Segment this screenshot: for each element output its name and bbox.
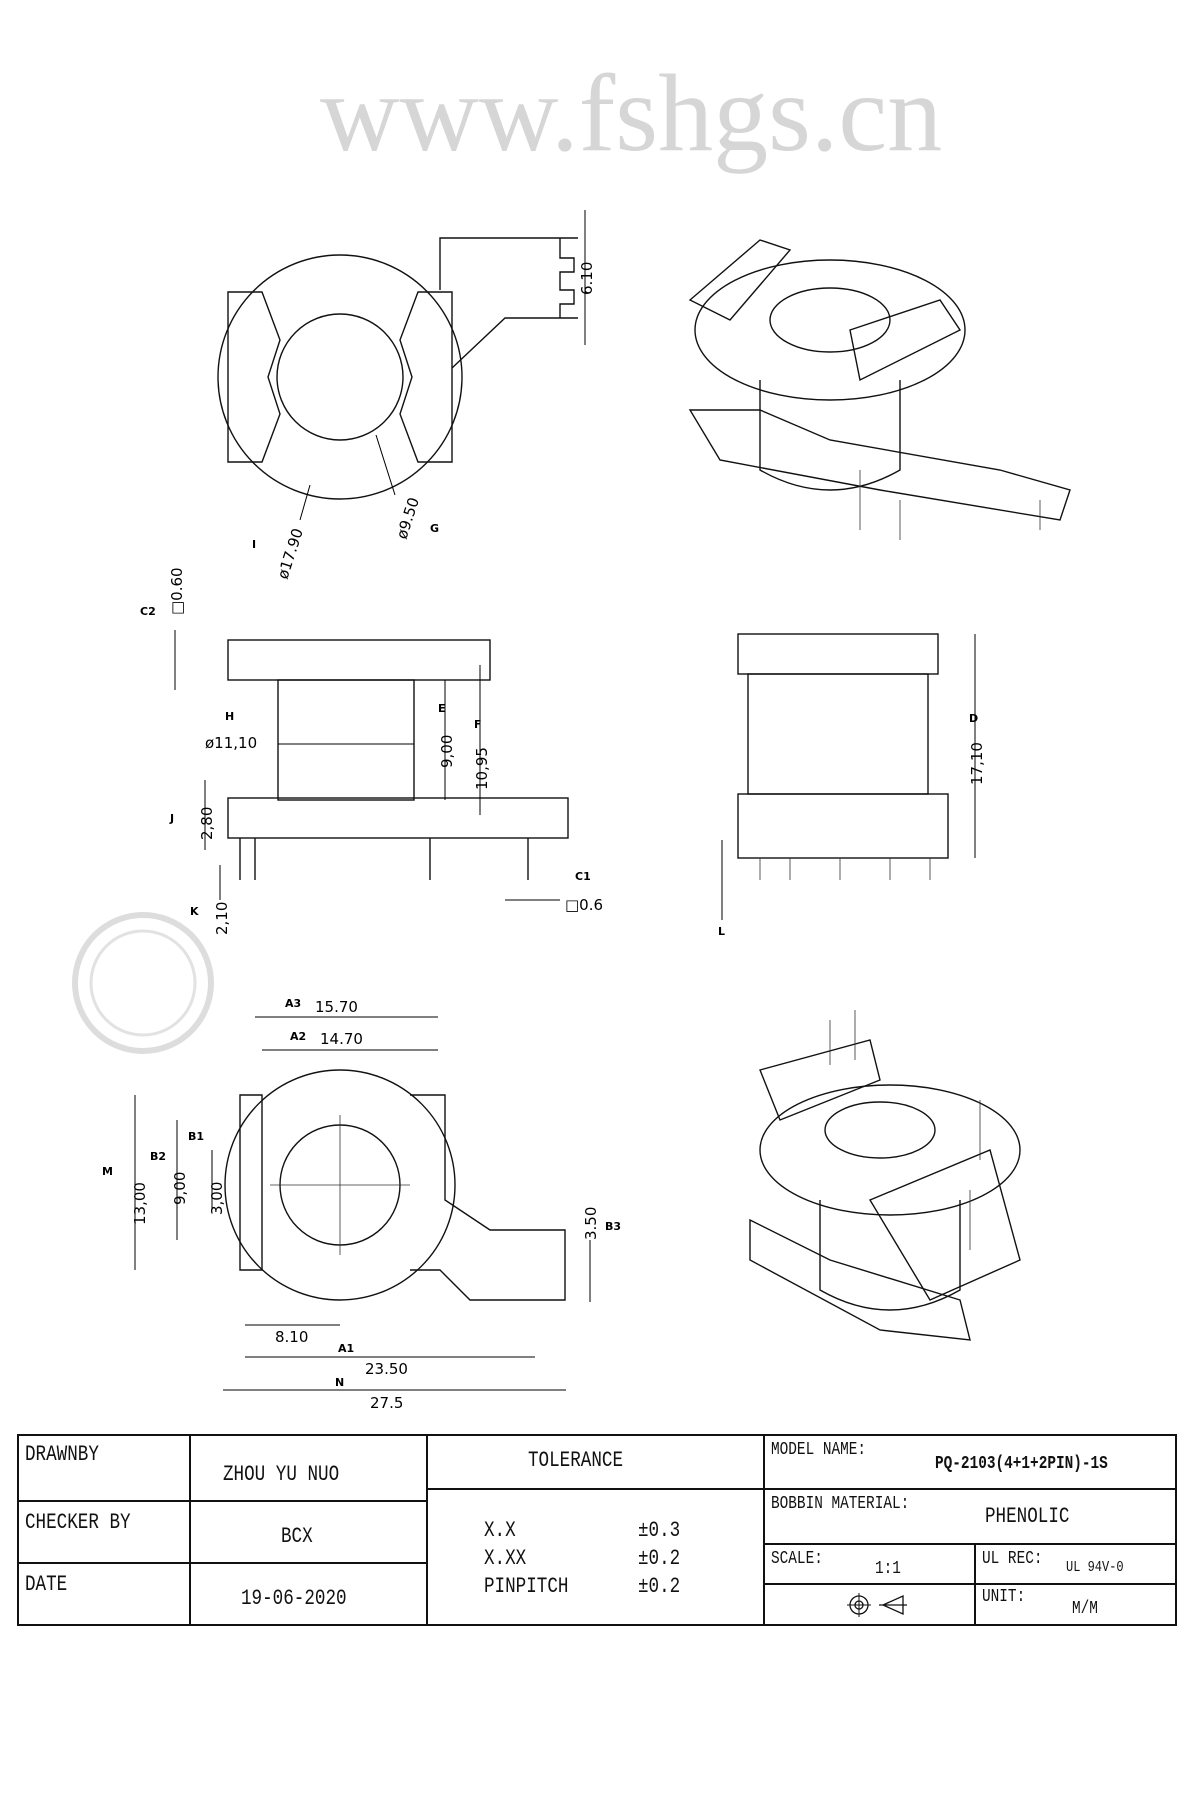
tolerance-name: X.X <box>484 1518 516 1543</box>
ul-value: UL 94V-0 <box>1066 1559 1124 1576</box>
tolerance-value: ±0.3 <box>638 1518 681 1543</box>
dim-b2: 9,00 <box>171 1172 189 1205</box>
drawn-by-label: DRAWNBY <box>25 1442 99 1467</box>
dim-outer-height: 10,95 <box>473 747 491 790</box>
checker-label: CHECKER BY <box>25 1510 131 1535</box>
label-a3: A3 <box>285 997 301 1010</box>
tolerance-value: ±0.2 <box>638 1574 681 1599</box>
label-l: L <box>718 925 725 938</box>
drawn-by-value: ZHOU YU NUO <box>223 1462 340 1487</box>
label-b3: B3 <box>605 1220 621 1233</box>
dim-height: 6.10 <box>578 262 596 295</box>
label-i: I <box>252 538 256 551</box>
label-g: G <box>430 522 439 535</box>
dim-total-height: 17,10 <box>968 742 986 785</box>
side-view: 17,10 D L <box>718 633 986 938</box>
scale-label: SCALE: <box>771 1549 823 1569</box>
dim-pin-square-top: □0.60 <box>168 567 186 615</box>
label-j: J <box>169 812 174 825</box>
dim-pin-square-bottom: □0.6 <box>565 896 603 914</box>
material-value: PHENOLIC <box>985 1504 1070 1529</box>
ul-label: UL REC: <box>982 1549 1043 1569</box>
checker-value: BCX <box>281 1524 313 1549</box>
label-c1: C1 <box>575 870 591 883</box>
label-k: K <box>190 905 199 918</box>
label-b2: B2 <box>150 1150 166 1163</box>
label-h: H <box>225 710 234 723</box>
dim-inner-dia: ø9.50 <box>393 495 423 541</box>
bottom-view: 15.70 A3 14.70 A2 13,00 M 9,00 B2 3,00 B… <box>102 997 621 1412</box>
dim-outer-dia: ø17.90 <box>274 526 307 581</box>
watermark-text: www.fshgs.cn <box>320 52 942 174</box>
tolerance-value: ±0.2 <box>638 1546 681 1571</box>
third-angle-projection-icon <box>847 1593 907 1617</box>
dim-m: 13,00 <box>131 1182 149 1225</box>
dim-n: 27.5 <box>370 1394 403 1412</box>
dim-a2: 14.70 <box>320 1030 363 1048</box>
model-value: PQ-2103(4+1+2PIN)-1S <box>935 1454 1108 1474</box>
title-block: DRAWNBY ZHOU YU NUO CHECKER BY BCX DATE … <box>17 1434 1177 1626</box>
label-b1: B1 <box>188 1130 204 1143</box>
dim-core-dia: ø11,10 <box>205 734 257 752</box>
dim-flange: 2,80 <box>198 807 216 840</box>
label-a2: A2 <box>290 1030 306 1043</box>
isometric-view-1 <box>688 239 1071 540</box>
dim-a1: 23.50 <box>365 1360 408 1378</box>
label-e: E <box>438 702 446 715</box>
label-n: N <box>335 1376 344 1389</box>
unit-value: M/M <box>1072 1599 1098 1619</box>
model-label: MODEL NAME: <box>771 1440 867 1460</box>
front-view: □0.60 C2 H ø11,10 9,00 E 10,95 F 2,80 J … <box>140 567 603 935</box>
tolerance-name: X.XX <box>484 1546 527 1571</box>
unit-label: UNIT: <box>982 1587 1026 1607</box>
tolerance-name: PINPITCH <box>484 1574 569 1599</box>
label-a1: A1 <box>338 1342 354 1355</box>
tolerance-label: TOLERANCE <box>528 1448 624 1473</box>
top-view: 6.10 ø17.90 I ø9.50 G <box>217 210 596 581</box>
dim-c: 8.10 <box>275 1328 308 1346</box>
watermark: www.fshgs.cn <box>72 52 942 1054</box>
label-m: M <box>102 1165 113 1178</box>
label-c2: C2 <box>140 605 156 618</box>
dim-a3: 15.70 <box>315 998 358 1016</box>
dim-inner-height: 9,00 <box>438 735 456 768</box>
tolerance-table: X.X ±0.3 X.XX ±0.2 PINPITCH ±0.2 <box>428 1490 765 1626</box>
date-value: 19-06-2020 <box>241 1586 347 1611</box>
scale-value: 1:1 <box>875 1559 901 1579</box>
isometric-view-2 <box>749 1010 1021 1341</box>
label-f: F <box>474 718 482 731</box>
dim-b3: 3.50 <box>582 1207 600 1240</box>
dim-pin-len: 2,10 <box>213 902 231 935</box>
material-label: BOBBIN MATERIAL: <box>771 1494 910 1514</box>
date-label: DATE <box>25 1572 68 1597</box>
dim-b1: 3,00 <box>208 1182 226 1215</box>
label-d: D <box>969 712 978 725</box>
projection-symbol <box>765 1585 976 1626</box>
